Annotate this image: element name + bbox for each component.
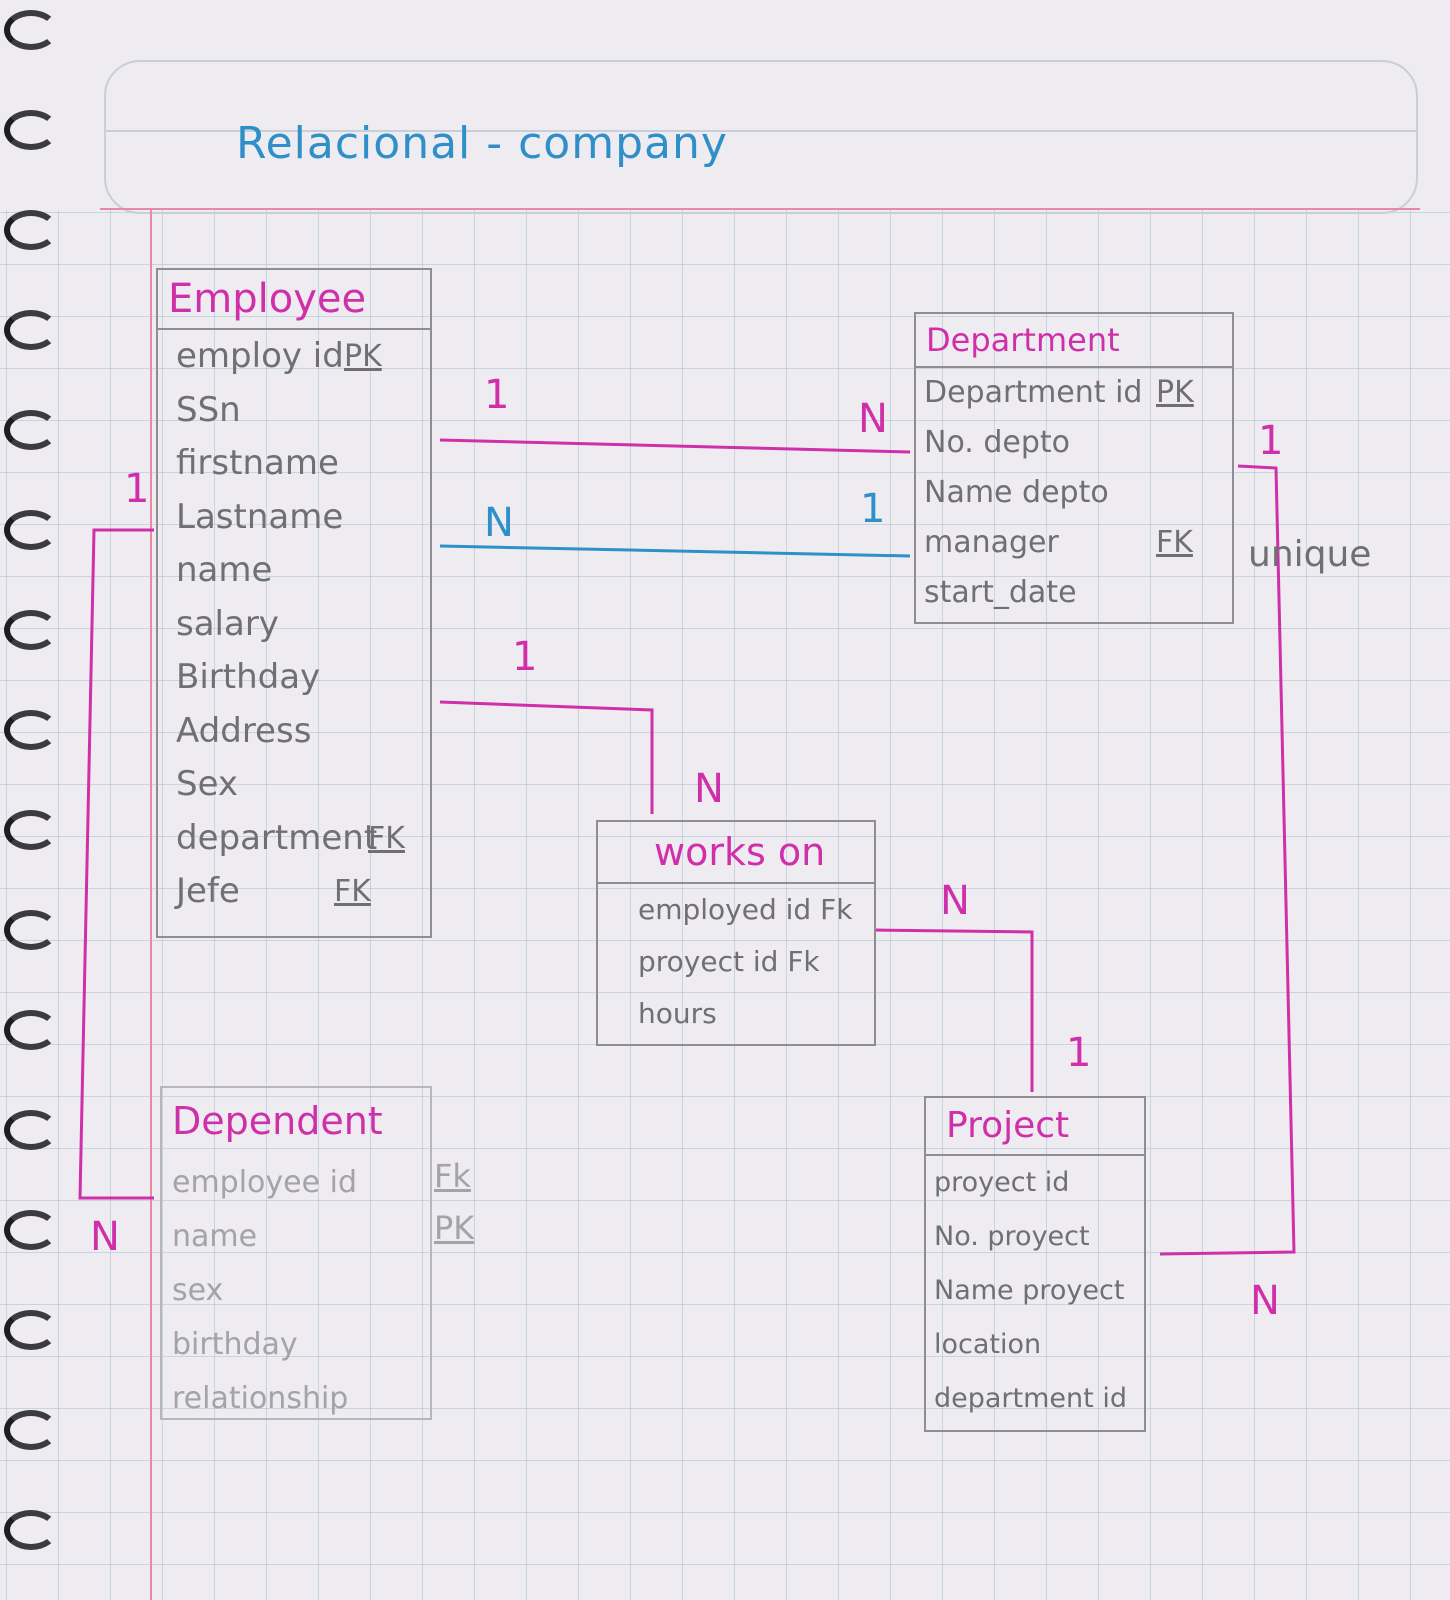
unique-note: unique <box>1248 534 1372 575</box>
spiral-ring <box>4 810 58 850</box>
employee-attr-salary: salary <box>176 603 279 644</box>
fk-label: FK <box>1156 525 1193 560</box>
pk-label: PK <box>344 339 382 374</box>
works-on-entity: works on employed id Fk proyect id Fk ho… <box>596 820 876 1046</box>
dependent-attr-birthday: birthday <box>172 1327 298 1362</box>
cardinality-dependent-emp-n: N <box>90 1214 120 1260</box>
margin-line <box>150 210 152 1600</box>
project-attr-department-id: department id <box>934 1383 1127 1414</box>
fk-label: FK <box>334 874 371 909</box>
spiral-ring <box>4 510 58 550</box>
top-rule <box>100 208 1420 210</box>
dependent-entity: Dependent employee id name sex birthday … <box>160 1086 432 1420</box>
cardinality-emp-works-1: 1 <box>484 372 510 418</box>
spiral-ring <box>4 710 58 750</box>
department-entity: Department Department id PK No. depto Na… <box>914 312 1234 624</box>
fk-label: Fk <box>434 1157 471 1195</box>
employee-attr-department: department FK <box>158 812 430 866</box>
dependent-name: Dependent <box>172 1099 383 1143</box>
department-attr-start-date: start_date <box>924 575 1077 610</box>
employee-attr-jefe: Jefe FK <box>158 865 430 919</box>
department-attr-manager: manager FK <box>916 518 1232 568</box>
cardinality-dept-works-n: N <box>858 396 888 442</box>
project-attr-location: location <box>934 1329 1042 1360</box>
cardinality-workson-emp-n: N <box>694 766 724 812</box>
pk-label: PK <box>1156 375 1194 410</box>
works-on-attr-employed-id: employed id Fk <box>638 893 853 926</box>
link-emp-dept-manages <box>439 544 911 558</box>
spiral-ring <box>4 1010 58 1050</box>
employee-attr-address: Address <box>176 710 312 751</box>
link-emp-dependent <box>78 528 154 1200</box>
project-attr-proyect-id: proyect id <box>934 1167 1070 1198</box>
spiral-ring <box>4 1410 58 1450</box>
diagram-title: Relacional - company <box>236 118 728 169</box>
project-entity: Project proyect id No. proyect Name proy… <box>924 1096 1146 1432</box>
department-attr-name-depto: Name depto <box>924 475 1109 510</box>
project-attr-no-proyect: No. proyect <box>934 1221 1090 1252</box>
employee-attr-name: name <box>176 550 273 590</box>
spiral-ring <box>4 10 58 50</box>
title-box <box>104 60 1418 214</box>
link-emp-workson <box>439 700 654 814</box>
spiral-ring <box>4 610 58 650</box>
spiral-ring <box>4 410 58 450</box>
employee-attr-lastname: Lastname <box>176 496 344 537</box>
fk-label: FK <box>368 820 405 856</box>
spiral-ring <box>4 310 58 350</box>
cardinality-emp-manages-n: N <box>484 500 514 546</box>
cardinality-emp-workson-1: 1 <box>512 634 538 680</box>
spiral-ring <box>4 210 58 250</box>
employee-attr-birthday: Birthday <box>176 657 321 697</box>
cardinality-dept-manages-1: 1 <box>860 486 886 532</box>
cardinality-workson-project-n: N <box>940 878 970 924</box>
spiral-binding <box>0 0 58 1600</box>
spiral-ring <box>4 1210 58 1250</box>
link-dept-project <box>1159 464 1296 1256</box>
link-workson-project <box>873 928 1034 1092</box>
employee-entity: Employee employ id PK SSn firstname Last… <box>156 268 432 938</box>
employee-attr-sex: Sex <box>176 764 239 804</box>
works-on-name: works on <box>598 822 874 884</box>
project-name: Project <box>926 1098 1144 1156</box>
dependent-attr-employee-id: employee id <box>172 1165 357 1200</box>
spiral-ring <box>4 910 58 950</box>
spiral-ring <box>4 110 58 150</box>
dependent-attr-relationship: relationship <box>172 1381 349 1416</box>
cardinality-project-dept-n: N <box>1250 1278 1280 1324</box>
pk-label: PK <box>434 1209 475 1247</box>
spiral-ring <box>4 1510 58 1550</box>
works-on-attr-proyect-id: proyect id Fk <box>638 945 820 978</box>
cardinality-dept-project-1: 1 <box>1258 418 1284 464</box>
employee-attr-ssn: SSn <box>176 389 241 430</box>
spiral-ring <box>4 1310 58 1350</box>
cardinality-emp-dependent-1: 1 <box>124 466 150 512</box>
dependent-attr-sex: sex <box>172 1273 224 1308</box>
department-name: Department <box>916 314 1232 368</box>
department-attr-id: Department id PK <box>916 368 1232 418</box>
spiral-ring <box>4 1110 58 1150</box>
dependent-attr-name: name <box>172 1219 258 1254</box>
employee-attr-employ-id: employ id PK <box>158 330 430 384</box>
link-emp-dept-works <box>439 438 911 454</box>
works-on-attr-hours: hours <box>638 997 717 1030</box>
employee-attr-firstname: firstname <box>176 443 339 483</box>
department-attr-no-depto: No. depto <box>924 425 1071 460</box>
header-band <box>0 0 1450 210</box>
project-attr-name-proyect: Name proyect <box>934 1275 1125 1306</box>
cardinality-project-workson-1: 1 <box>1066 1030 1092 1076</box>
employee-name: Employee <box>158 270 430 330</box>
dependent-keys: Fk PK <box>434 1150 514 1254</box>
